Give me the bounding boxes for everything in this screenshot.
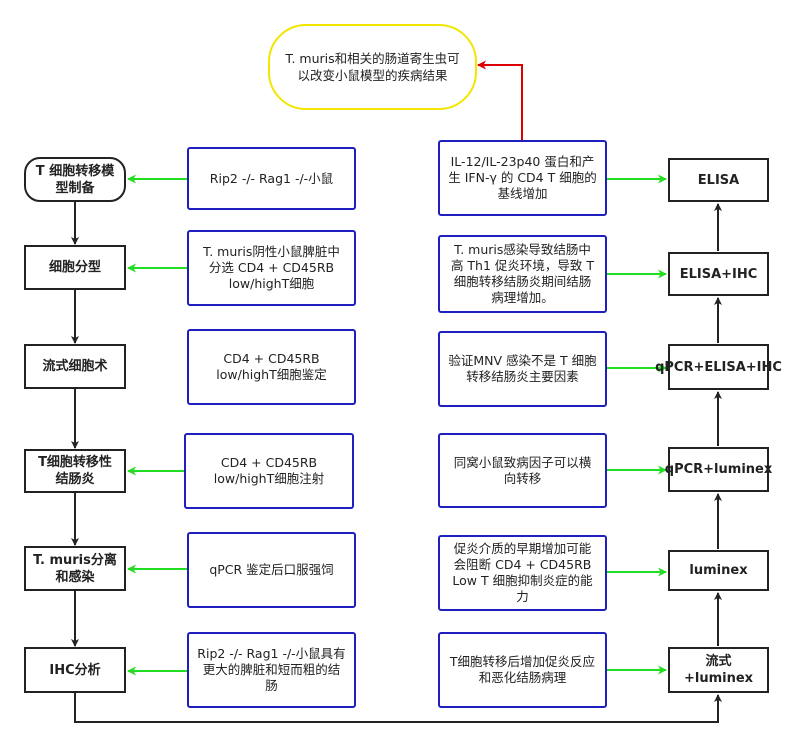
left-step-6: IHC分析 [24,647,126,693]
bottom-connector-arrow [74,693,722,723]
right-note-2: T. muris感染导致结肠中高 Th1 促炎环境，导致 T 细胞转移结肠炎期间… [438,235,607,313]
left-note-text: T. muris阴性小鼠脾脏中分选 CD4 + CD45RB low/highT… [203,244,340,291]
left-step-label: T细胞转移性结肠炎 [38,455,112,487]
left-step-label: T. muris分离和感染 [33,552,117,585]
left-step-4: T细胞转移性结肠炎 [24,449,126,493]
right-step-label: ELISA+IHC [679,266,758,282]
right-note-3: 验证MNV 感染不是 T 细胞转移结肠炎主要因素 [438,331,607,407]
right-step-label: ELISA [697,172,740,188]
left-note-3: CD4 + CD45RB low/highT细胞鉴定 [187,329,356,405]
right-note-4: 同窝小鼠致病因子可以横向转移 [438,433,607,508]
left-note-6: Rip2 -/- Rag1 -/-小鼠具有更大的脾脏和短而粗的结肠 [187,632,356,708]
right-step-3: qPCR+ELISA+IHC [655,344,782,390]
left-step-label: 流式细胞术 [42,359,108,374]
right-note-text: T. muris感染导致结肠中高 Th1 促炎环境，导致 T 细胞转移结肠炎期间… [450,242,595,305]
left-note-5: qPCR 鉴定后口服强饲 [187,532,356,608]
left-note-4: CD4 + CD45RB low/highT细胞注射 [184,433,354,509]
left-note-text: CD4 + CD45RB low/highT细胞鉴定 [216,351,327,382]
left-note-text: Rip2 -/- Rag1 -/-小鼠具有更大的脾脏和短而粗的结肠 [197,646,346,693]
red-arrow-to-goal [477,60,523,140]
left-note-1: Rip2 -/- Rag1 -/-小鼠 [187,147,356,210]
left-note-text: CD4 + CD45RB low/highT细胞注射 [213,455,325,486]
right-note-text: IL-12/IL-23p40 蛋白和产生 IFN-γ 的 CD4 T 细胞的基线… [448,154,597,201]
right-step-label: 流式+luminex [683,654,754,686]
left-note-text: Rip2 -/- Rag1 -/-小鼠 [209,170,334,186]
left-step-5: T. muris分离和感染 [24,546,126,591]
goal-text: T. muris和相关的肠道寄生虫可以改变小鼠模型的疾病结果 [285,51,460,83]
right-note-6: T细胞转移后增加促炎反应和恶化结肠病理 [438,632,607,708]
left-step-label: 细胞分型 [48,260,101,275]
right-step-5: luminex [668,550,769,591]
right-note-text: 验证MNV 感染不是 T 细胞转移结肠炎主要因素 [448,353,597,384]
right-step-1: ELISA [668,158,769,202]
right-step-label: qPCR+luminex [664,462,773,477]
right-step-4: qPCR+luminex [664,447,773,492]
right-note-1: IL-12/IL-23p40 蛋白和产生 IFN-γ 的 CD4 T 细胞的基线… [438,140,607,216]
left-note-text: qPCR 鉴定后口服强饲 [209,562,334,577]
right-step-6: 流式+luminex [668,647,769,693]
right-note-5: 促炎介质的早期增加可能会阻断 CD4 + CD45RB Low T 细胞抑制炎症… [438,535,607,611]
right-step-label: qPCR+ELISA+IHC [655,359,782,375]
goal-ellipse: T. muris和相关的肠道寄生虫可以改变小鼠模型的疾病结果 [268,24,477,110]
left-note-2: T. muris阴性小鼠脾脏中分选 CD4 + CD45RB low/highT… [187,230,356,306]
right-note-text: 促炎介质的早期增加可能会阻断 CD4 + CD45RB Low T 细胞抑制炎症… [452,541,593,604]
right-note-text: 同窝小鼠致病因子可以横向转移 [453,454,592,486]
left-step-2: 细胞分型 [24,245,126,290]
left-step-label: T 细胞转移模型制备 [35,163,115,196]
left-step-1: T 细胞转移模型制备 [24,157,126,202]
right-note-text: T细胞转移后增加促炎反应和恶化结肠病理 [449,654,596,685]
left-step-3: 流式细胞术 [24,344,126,389]
left-step-label: IHC分析 [49,662,101,678]
right-step-label: luminex [689,563,748,578]
right-step-2: ELISA+IHC [668,252,769,296]
